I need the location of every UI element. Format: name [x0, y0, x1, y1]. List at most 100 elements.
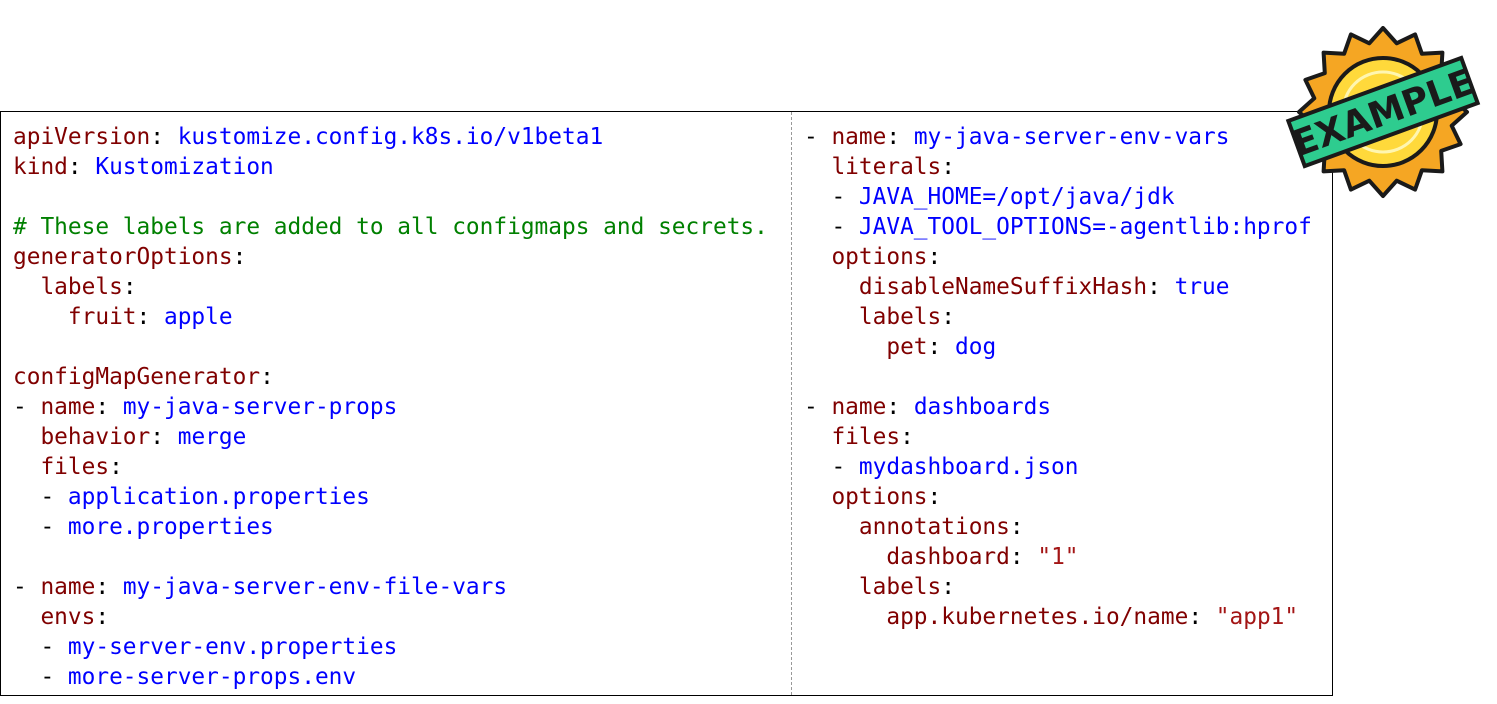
- code-token: :: [941, 154, 955, 180]
- code-line: pet: dog: [804, 332, 1312, 362]
- code-line: dashboard: "1": [804, 542, 1312, 572]
- code-token: -: [13, 664, 68, 690]
- code-line: - application.properties: [13, 482, 768, 512]
- example-badge-icon: EXAMPLE: [1285, 26, 1481, 198]
- code-token: :: [927, 244, 942, 270]
- code-token: :: [136, 304, 164, 330]
- code-token: [804, 514, 859, 540]
- code-token: :: [1188, 604, 1216, 630]
- code-token: :: [150, 124, 178, 150]
- code-line: labels:: [13, 272, 768, 302]
- code-token: :: [941, 574, 955, 600]
- code-token: -: [13, 484, 68, 510]
- code-token: envs: [40, 604, 96, 630]
- code-token: :: [109, 454, 123, 480]
- code-line: files:: [804, 422, 1312, 452]
- left-code-column: apiVersion: kustomize.config.k8s.io/v1be…: [13, 122, 768, 692]
- code-line: [13, 332, 768, 362]
- code-token: :: [927, 484, 942, 510]
- code-token: app.kubernetes.io/name: [886, 604, 1189, 630]
- badge-ribbon: [1285, 55, 1481, 169]
- code-token: name: [40, 574, 96, 600]
- code-token: :: [122, 274, 137, 300]
- code-panel: apiVersion: kustomize.config.k8s.io/v1be…: [0, 111, 1333, 696]
- code-token: [804, 574, 859, 600]
- code-token: -: [804, 214, 859, 240]
- code-token: :: [67, 154, 96, 180]
- code-line: fruit: apple: [13, 302, 768, 332]
- code-token: name: [40, 394, 96, 420]
- code-line: files:: [13, 452, 768, 482]
- code-token: dog: [955, 334, 997, 360]
- code-line: - more.properties: [13, 512, 768, 542]
- code-token: :: [886, 124, 914, 150]
- code-line: - name: my-java-server-env-vars: [804, 122, 1312, 152]
- code-token: kustomize.config.k8s.io/v1beta1: [177, 124, 604, 150]
- code-token: mydashboard.json: [858, 454, 1079, 480]
- code-token: dashboards: [913, 394, 1052, 420]
- code-token: :: [1147, 274, 1175, 300]
- code-token: [804, 304, 859, 330]
- code-line: literals:: [804, 152, 1312, 182]
- code-line: [13, 542, 768, 572]
- code-line: configMapGenerator:: [13, 362, 768, 392]
- code-token: more.properties: [67, 514, 274, 540]
- right-code-column: - name: my-java-server-env-vars literals…: [804, 122, 1312, 632]
- code-token: behavior: [40, 424, 151, 450]
- code-line: - name: my-java-server-env-file-vars: [13, 572, 768, 602]
- code-token: apiVersion: [13, 124, 151, 150]
- code-token: [804, 604, 886, 630]
- code-token: [804, 244, 831, 270]
- code-token: [804, 154, 831, 180]
- code-token: -: [13, 514, 68, 540]
- code-token: JAVA_TOOL_OPTIONS=-agentlib:hprof: [858, 214, 1312, 240]
- code-token: apple: [163, 304, 233, 330]
- code-token: labels: [40, 274, 123, 300]
- code-token: disableNameSuffixHash: [858, 274, 1148, 300]
- code-line: - name: my-java-server-props: [13, 392, 768, 422]
- code-token: options: [831, 244, 928, 270]
- code-token: name: [831, 124, 887, 150]
- code-token: [13, 304, 68, 330]
- code-token: generatorOptions: [13, 244, 233, 270]
- code-token: literals: [831, 154, 942, 180]
- code-token: -: [804, 454, 859, 480]
- code-token: -: [804, 124, 832, 150]
- code-token: :: [927, 334, 955, 360]
- code-token: configMapGenerator: [13, 364, 261, 390]
- code-token: my-java-server-env-file-vars: [122, 574, 508, 600]
- code-line: generatorOptions:: [13, 242, 768, 272]
- code-token: -: [13, 634, 68, 660]
- code-token: name: [831, 394, 887, 420]
- code-token: true: [1174, 274, 1230, 300]
- code-line: - JAVA_HOME=/opt/java/jdk: [804, 182, 1312, 212]
- code-line: # These labels are added to all configma…: [13, 212, 768, 242]
- code-token: [13, 274, 40, 300]
- code-token: [13, 454, 40, 480]
- code-line: labels:: [804, 572, 1312, 602]
- code-token: :: [95, 574, 123, 600]
- code-line: disableNameSuffixHash: true: [804, 272, 1312, 302]
- code-token: kind: [13, 154, 68, 180]
- code-token: -: [13, 574, 41, 600]
- code-line: [13, 182, 768, 212]
- code-token: [804, 484, 831, 510]
- code-token: annotations: [858, 514, 1010, 540]
- code-token: my-java-server-env-vars: [913, 124, 1230, 150]
- code-token: :: [1009, 514, 1024, 540]
- code-token: :: [941, 304, 955, 330]
- code-token: files: [40, 454, 110, 480]
- code-token: files: [831, 424, 901, 450]
- code-token: my-server-env.properties: [67, 634, 398, 660]
- code-token: application.properties: [67, 484, 370, 510]
- code-token: merge: [177, 424, 247, 450]
- code-token: :: [95, 394, 123, 420]
- code-line: options:: [804, 482, 1312, 512]
- code-line: [804, 362, 1312, 392]
- code-token: # These labels are added to all configma…: [13, 214, 768, 240]
- code-line: - name: dashboards: [804, 392, 1312, 422]
- code-line: kind: Kustomization: [13, 152, 768, 182]
- code-token: -: [804, 394, 832, 420]
- code-line: - more-server-props.env: [13, 662, 768, 692]
- code-token: :: [1009, 544, 1038, 570]
